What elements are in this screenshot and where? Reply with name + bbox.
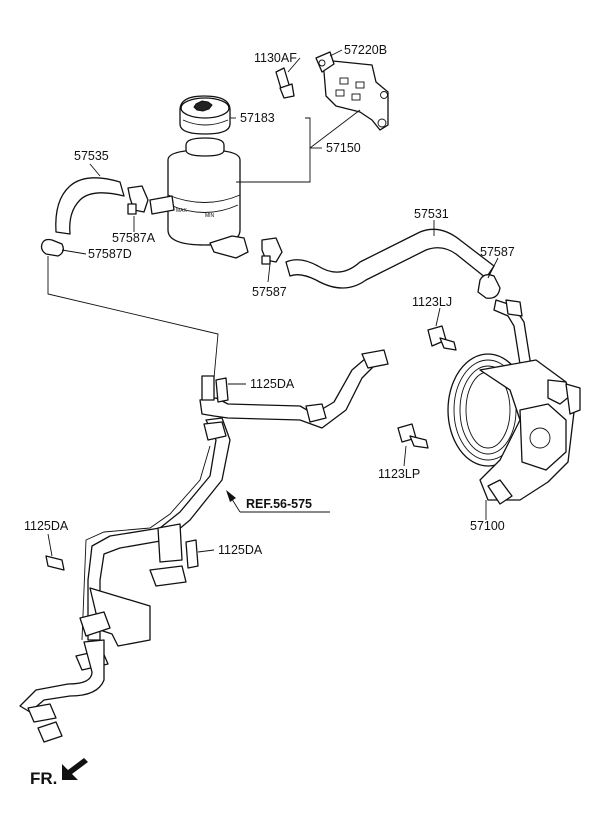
svg-text:MIN: MIN: [205, 213, 215, 219]
label-1130af: 1130AF: [254, 51, 297, 65]
front-label: FR.: [30, 769, 57, 788]
power-steering-pump: [447, 353, 581, 505]
hose-clamp-57587a: [127, 185, 149, 215]
hose-clamp-57587-mid: [261, 237, 283, 265]
label-57531: 57531: [414, 207, 449, 221]
leader-lines: [47, 49, 499, 557]
ref-pointer: [226, 490, 330, 513]
return-pipe-assembly: [19, 349, 389, 743]
ref-label: REF.56-575: [246, 497, 312, 511]
label-57587d: 57587D: [88, 247, 132, 261]
reservoir-tank: MAX MIN: [149, 137, 249, 259]
front-indicator: FR.: [30, 758, 88, 788]
hose-clamp-57587d: [40, 238, 64, 257]
hose-clamp-57587-right: [477, 274, 501, 299]
hose-57531: [285, 228, 495, 289]
reservoir-cap: [179, 95, 231, 135]
label-57587-right: 57587: [480, 245, 515, 259]
label-57183: 57183: [240, 111, 275, 125]
bolt-1125da-upper: [215, 377, 229, 403]
label-57220b: 57220B: [344, 43, 387, 57]
label-1125da-left: 1125DA: [24, 519, 69, 533]
label-57587-mid: 57587: [252, 285, 287, 299]
label-57587a: 57587A: [112, 231, 156, 245]
bolt-1130af: [275, 67, 295, 99]
label-57100: 57100: [470, 519, 505, 533]
svg-text:MAX: MAX: [176, 208, 188, 214]
bolt-1125da-lower: [185, 539, 199, 569]
bolt-1125da-left: [45, 555, 65, 571]
reservoir-bracket: [315, 51, 389, 131]
label-1125da-upper: 1125DA: [250, 377, 295, 391]
label-1125da-lower: 1125DA: [218, 543, 263, 557]
bolt-1123lj: [427, 325, 457, 351]
bolt-1123lp: [397, 423, 429, 449]
label-57535: 57535: [74, 149, 109, 163]
label-57150: 57150: [326, 141, 361, 155]
front-direction-arrow-icon: [62, 758, 88, 780]
hose-57535: [55, 177, 125, 235]
label-1123lp: 1123LP: [378, 467, 420, 481]
label-1123lj: 1123LJ: [412, 295, 452, 309]
